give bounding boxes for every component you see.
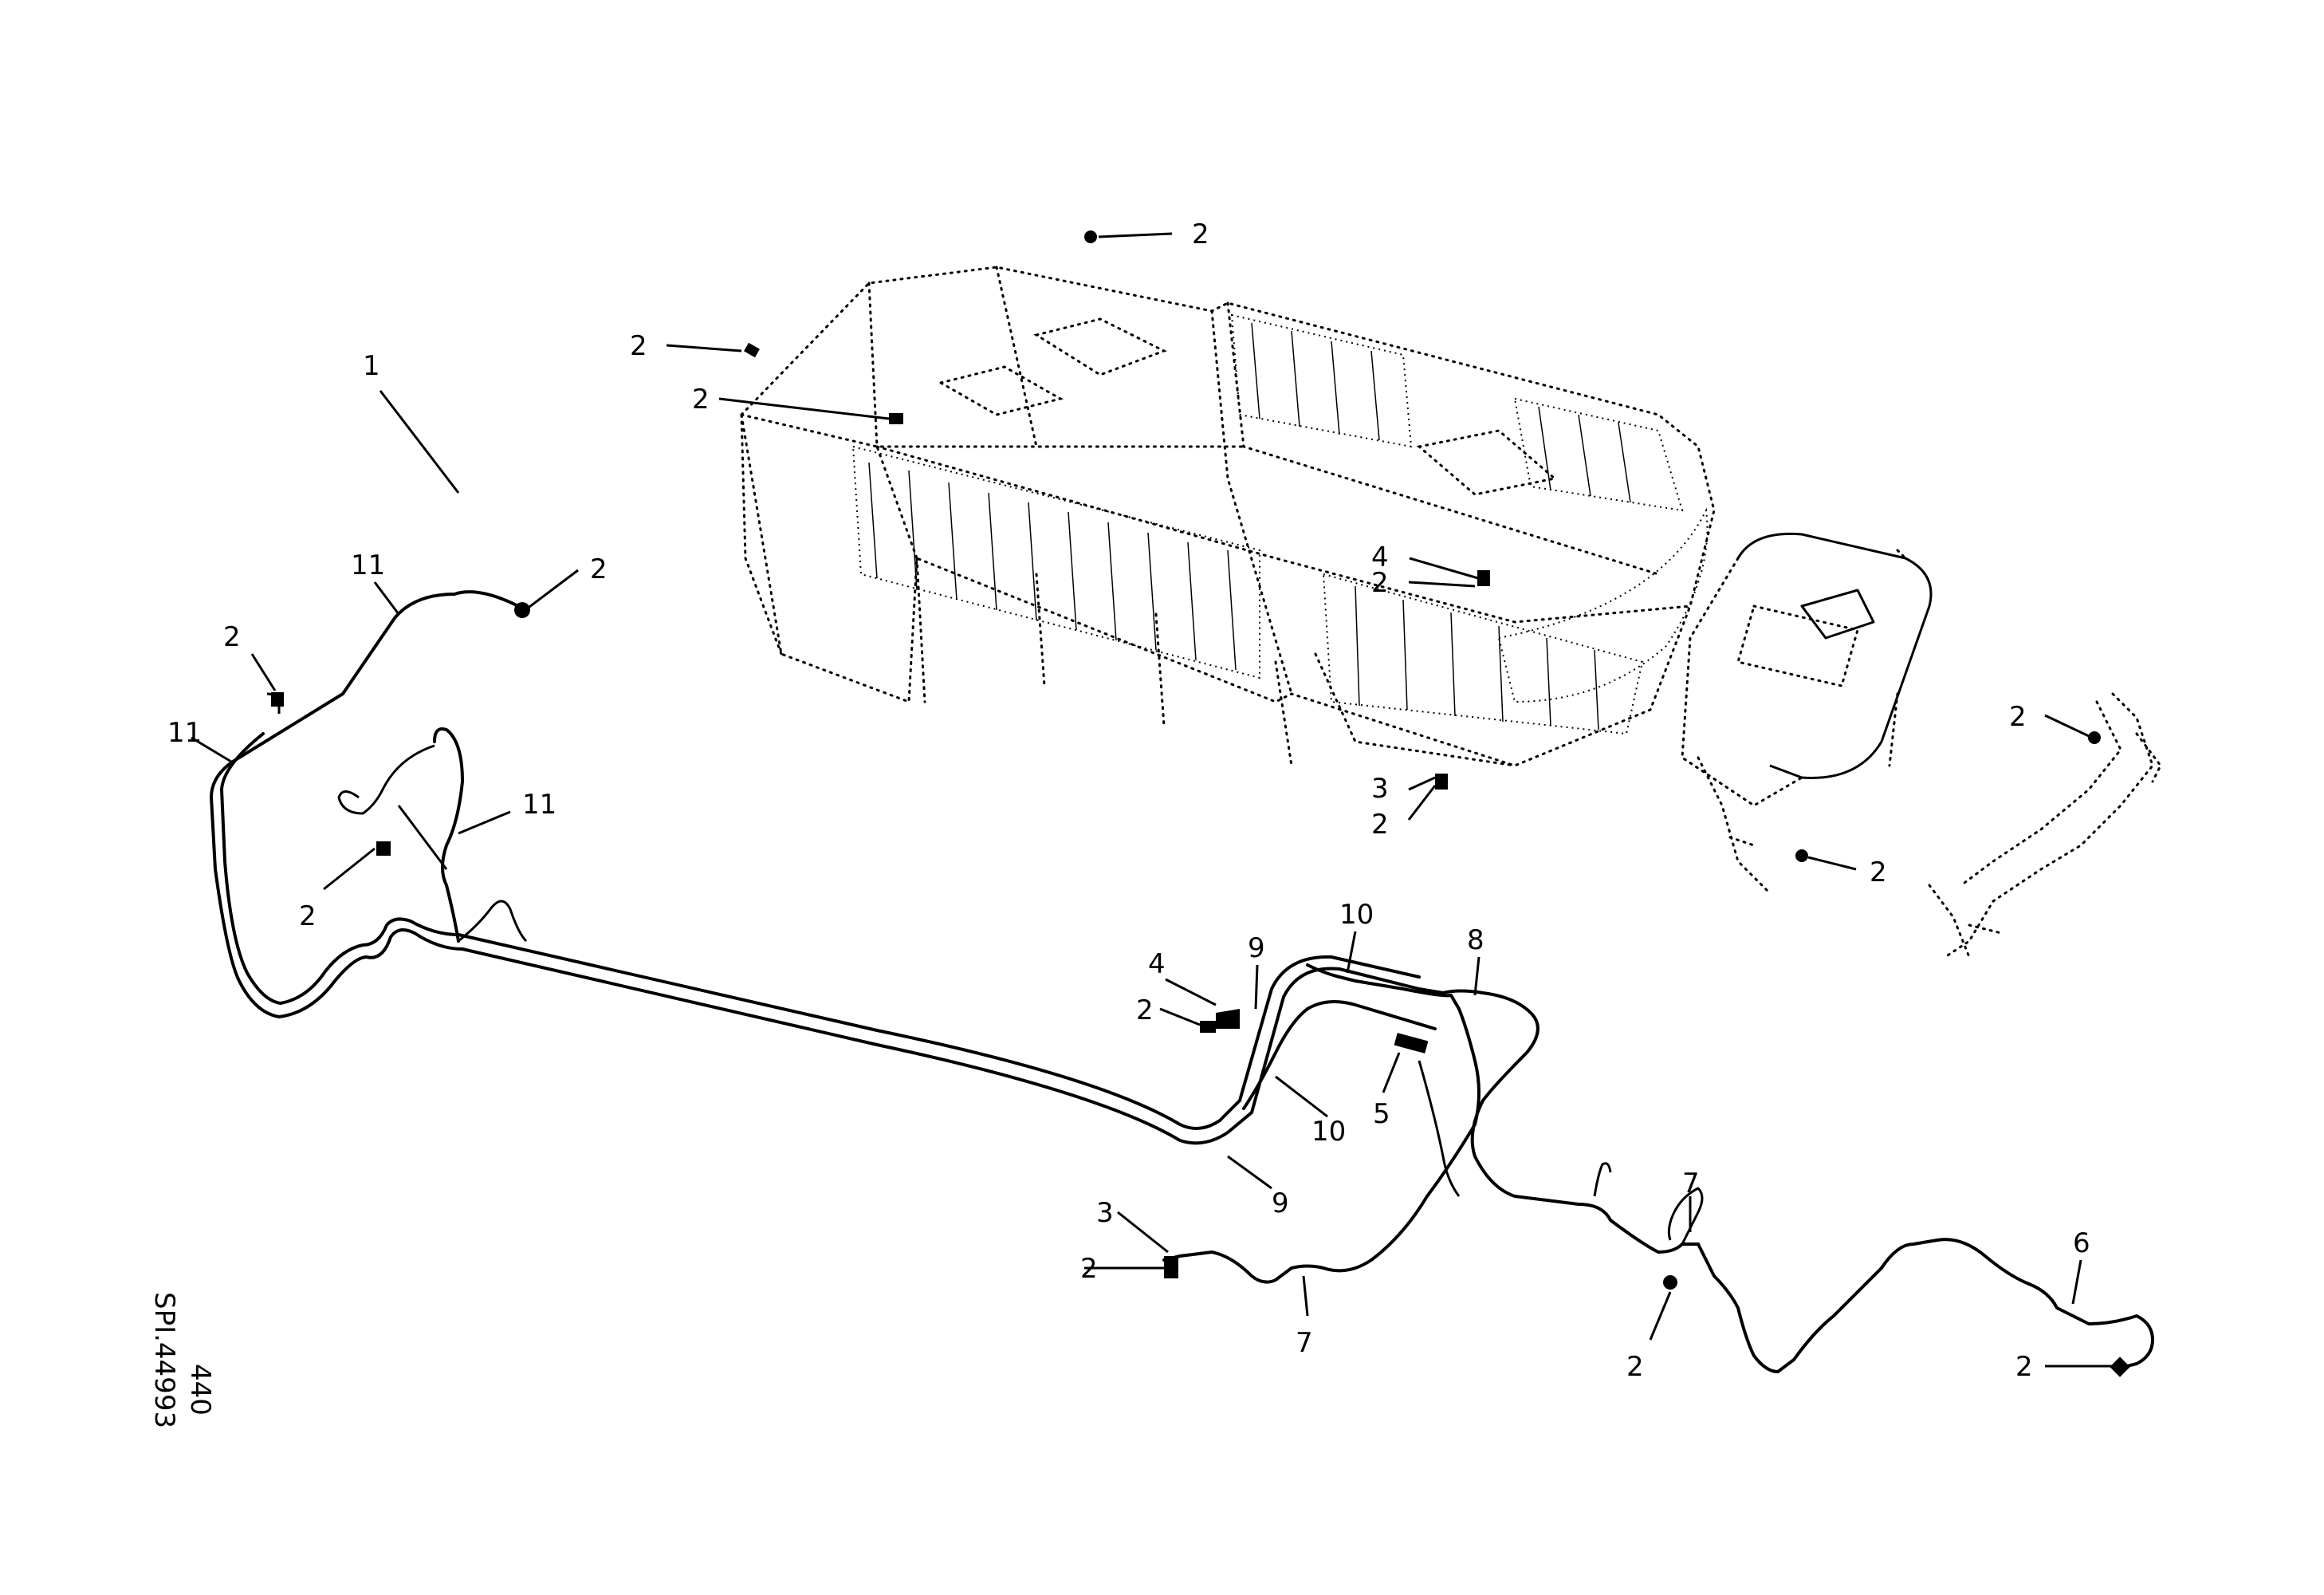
connector-harness-6-end [2110,1357,2130,1377]
callout-2-rear: 2 [1870,857,1887,888]
callout-2-top-left: 2 [630,330,647,362]
connector-mid [1477,570,1490,586]
harness-11-loop-wire [337,744,435,815]
callout-2-upper-frame: 2 [692,384,710,415]
callout-1: 1 [363,350,380,382]
callout-5: 5 [1373,1098,1390,1130]
callout-11-top: 11 [351,549,385,581]
harness-8-tail [1418,1060,1461,1197]
side-grille-panels [851,313,1684,735]
harness-8-drop [1162,1007,1481,1284]
callout-2-harness-7-left: 2 [1080,1253,1098,1285]
callout-2-harness-11-end: 2 [590,553,608,585]
callout-2-harness-10: 2 [1136,994,1154,1026]
connector-harness-11-inner [376,841,391,856]
drawing-reference: SPI.44993 440 [148,1292,216,1428]
harness-11-pigtail [458,900,528,943]
connector-top [1084,230,1097,243]
connector-rear [1795,849,1808,862]
connector-harness-11-left [271,692,284,707]
callout-2-harness-11-left: 2 [223,621,241,653]
end-tank [1497,507,1709,703]
callout-9-top: 9 [1248,932,1265,964]
callout-4-harness: 4 [1148,948,1166,980]
bracket-assembly [1928,692,2162,959]
callout-2-bracket: 2 [2009,701,2027,733]
callout-3-frame: 3 [1371,773,1389,805]
harness-7-pigtail [1593,1162,1612,1197]
callout-4-frame: 4 [1371,542,1389,573]
callout-2-harness-11-inner: 2 [299,900,317,932]
vehicle-body [740,266,2162,959]
harness-6 [1697,1238,2154,1373]
connector-upper-frame [889,413,903,424]
connector-harness-11-end [514,602,530,618]
connectors [271,230,2130,1377]
connector-harness-5 [1394,1033,1429,1053]
drawing-ref-code: SPI.44993 [148,1292,180,1428]
callout-10-top: 10 [1339,899,1374,931]
callout-2-top: 2 [1192,219,1209,250]
callout-2-harness-6-end: 2 [2015,1351,2033,1383]
harness-9 [1242,1000,1437,1110]
callout-7-right: 7 [1682,1168,1700,1199]
connector-bottom-frame [1435,774,1448,790]
connector-harness-7-left [1164,1256,1178,1278]
callout-11-left: 11 [167,717,202,749]
callout-2-bottom-frame: 2 [1371,809,1389,841]
harness-11-inner [220,732,1421,1130]
callout-8: 8 [1467,924,1484,956]
connector-harness-7-right [1663,1275,1677,1290]
callout-2-mid: 2 [1371,567,1389,599]
connector-harness-10 [1200,1021,1216,1033]
harness-8 [1441,989,1700,1254]
rear-housing [1681,532,1933,895]
callout-7-bottom: 7 [1296,1327,1313,1359]
drawing-sheet-number: 440 [184,1364,216,1416]
connector-top-left [744,342,760,358]
callout-10-bottom: 10 [1311,1116,1346,1148]
connector-bracket [2088,731,2101,744]
connector-harness-9 [1216,1009,1240,1029]
callout-2-harness-7-right: 2 [1626,1351,1644,1383]
callout-numbers: 1 2 2 2 2 2 2 2 2 4 2 3 2 4 2 9 10 8 10 … [167,219,2090,1383]
callout-6: 6 [2073,1227,2090,1259]
callout-3-harness: 3 [1096,1197,1114,1229]
harness-11-outer [210,590,1445,1145]
callout-9-bottom: 9 [1272,1187,1289,1219]
callout-11-right: 11 [522,789,556,821]
harness-10 [1306,963,1461,1010]
harness-7-branch [1667,1187,1704,1245]
harness-11-loop [433,727,464,943]
wiring-harness [210,590,2154,1373]
leader-lines [191,232,2113,1368]
